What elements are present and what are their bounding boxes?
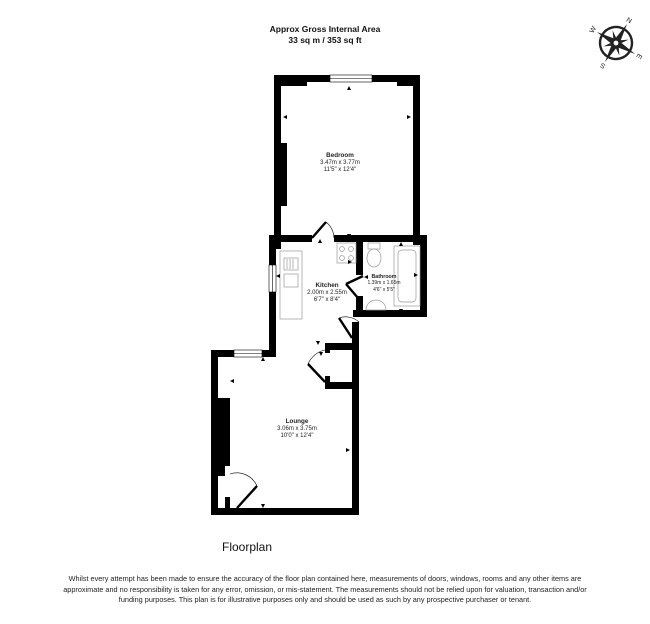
room-imperial: 4'6" x 5'5" bbox=[373, 286, 395, 293]
compass-rose-icon: N E S W bbox=[585, 12, 647, 74]
room-label-lounge: Lounge 3.06m x 3.75m 10'0" x 12'4" bbox=[270, 418, 324, 441]
compass-e: E bbox=[634, 52, 643, 60]
room-metric: 3.06m x 3.75m bbox=[277, 425, 317, 432]
room-label-kitchen: Kitchen 2.00m x 2.55m 6'7" x 8'4" bbox=[301, 282, 353, 305]
room-name: Kitchen bbox=[315, 282, 339, 289]
compass-s: S bbox=[599, 61, 607, 70]
room-metric: 1.39m x 1.65m bbox=[367, 280, 401, 287]
area-header: Approx Gross Internal Area 33 sq m / 353… bbox=[0, 24, 650, 46]
compass-w: W bbox=[589, 25, 599, 35]
room-imperial: 6'7" x 8'4" bbox=[313, 297, 341, 303]
area-title: Approx Gross Internal Area bbox=[269, 24, 381, 34]
room-name: Bedroom bbox=[326, 152, 354, 159]
compass-n: N bbox=[625, 17, 633, 26]
room-name: Bathroom bbox=[371, 274, 397, 280]
room-metric: 2.00m x 2.55m bbox=[307, 289, 347, 296]
area-size: 33 sq m / 353 sq ft bbox=[288, 35, 362, 45]
floorplan-drawing bbox=[211, 74, 427, 515]
room-imperial: 11'5" x 12'4" bbox=[323, 167, 357, 173]
room-label-bathroom: Bathroom 1.39m x 1.65m 4'6" x 5'5" bbox=[364, 274, 404, 293]
room-metric: 3.47m x 3.77m bbox=[320, 159, 360, 166]
room-label-bedroom: Bedroom 3.47m x 3.77m 11'5" x 12'4" bbox=[309, 152, 371, 175]
disclaimer-text: Whilst every attempt has been made to en… bbox=[63, 574, 587, 604]
room-name: Lounge bbox=[285, 418, 309, 425]
room-imperial: 10'0" x 12'4" bbox=[280, 433, 314, 439]
floorplan-title: Floorplan bbox=[222, 540, 273, 554]
